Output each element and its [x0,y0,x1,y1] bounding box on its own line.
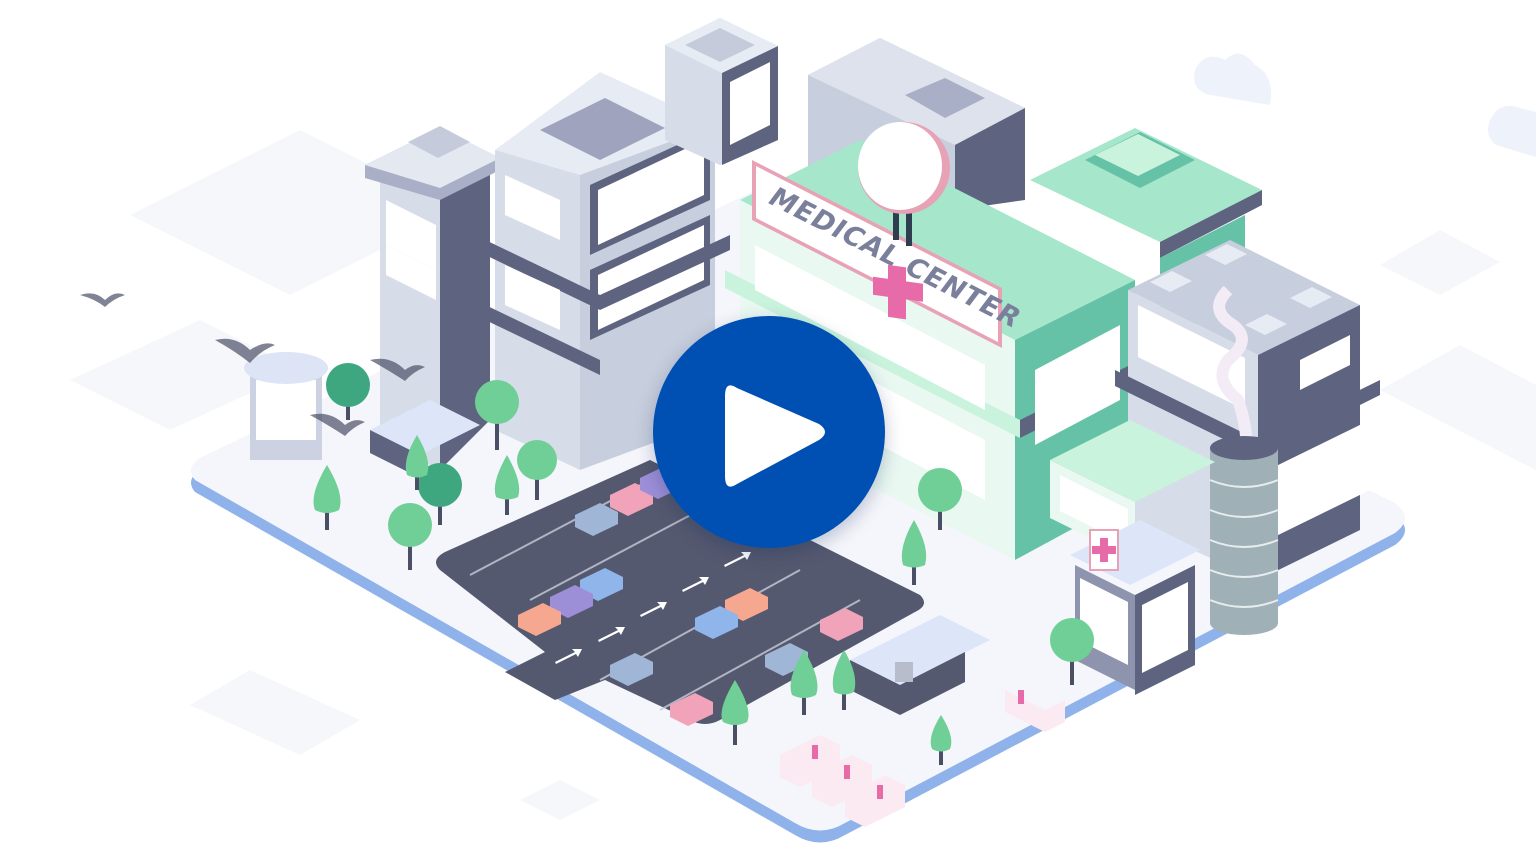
play-button[interactable]: Play video [653,316,885,548]
car [695,606,738,639]
car [580,568,623,601]
car [610,653,653,686]
entrance-kiosk [1070,520,1200,695]
ambulance [845,775,905,827]
car [725,588,768,621]
tree [313,465,341,530]
car [820,608,863,641]
direction-arrows [555,552,751,664]
tree [832,650,856,710]
birds [80,293,425,436]
tree [517,440,557,500]
car [518,603,561,636]
chimney [1209,285,1279,635]
car [575,503,618,536]
office-tower-back [665,18,778,165]
tree [475,380,519,450]
tree [721,680,749,745]
tree [930,715,952,765]
tree [790,650,818,715]
cars [518,466,863,726]
trees [313,363,1094,765]
ambulance [1005,690,1065,732]
tree [418,463,462,525]
tree [1050,618,1094,685]
smoke [1213,285,1253,451]
car [610,483,653,516]
garage-building [850,615,990,715]
ambulances [780,690,1065,827]
tree [326,363,370,420]
play-icon [653,316,885,548]
round-kiosk [244,352,328,460]
office-tower-left [365,126,500,470]
tree [494,455,520,515]
tree [405,435,429,490]
tree [388,503,432,570]
car [670,693,713,726]
clouds [1194,53,1536,157]
car [550,585,593,618]
tree [918,468,962,530]
tree [901,520,927,585]
red-cross-icon [873,264,923,320]
